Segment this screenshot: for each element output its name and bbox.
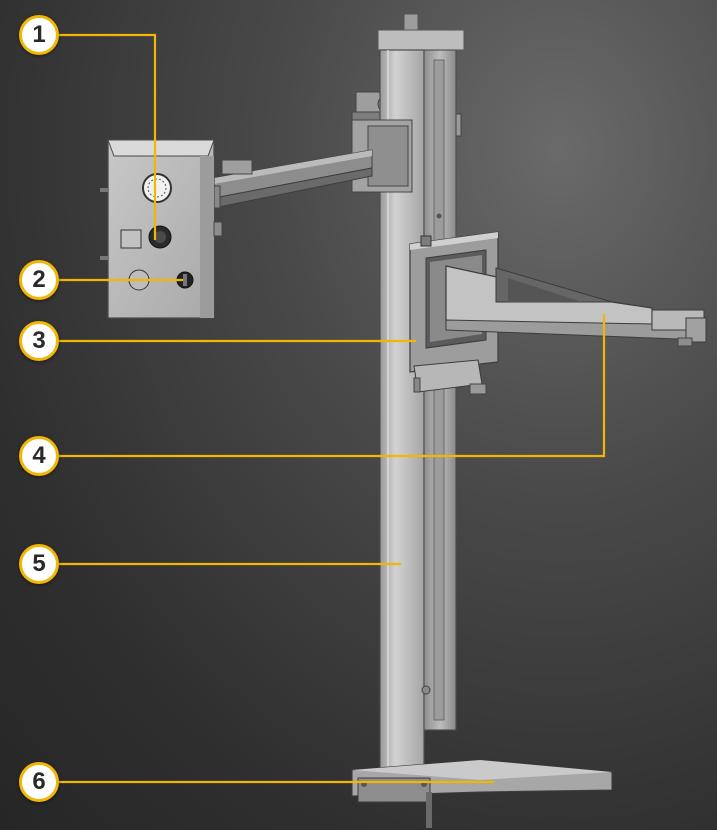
callout-3: 3 <box>19 321 59 361</box>
callout-2: 2 <box>19 260 59 300</box>
callout-6: 6 <box>19 762 59 802</box>
callout-5: 5 <box>19 544 59 584</box>
base-plate <box>351 759 613 828</box>
callout-4: 4 <box>19 436 59 476</box>
leader-line-1 <box>58 33 157 240</box>
control-box <box>100 139 223 319</box>
control-arm <box>205 149 373 209</box>
support-arm <box>445 265 707 347</box>
leader-line-4 <box>58 314 606 458</box>
carriage-feet <box>413 359 487 395</box>
leader-lines <box>58 33 606 784</box>
callout-1: 1 <box>19 15 59 55</box>
